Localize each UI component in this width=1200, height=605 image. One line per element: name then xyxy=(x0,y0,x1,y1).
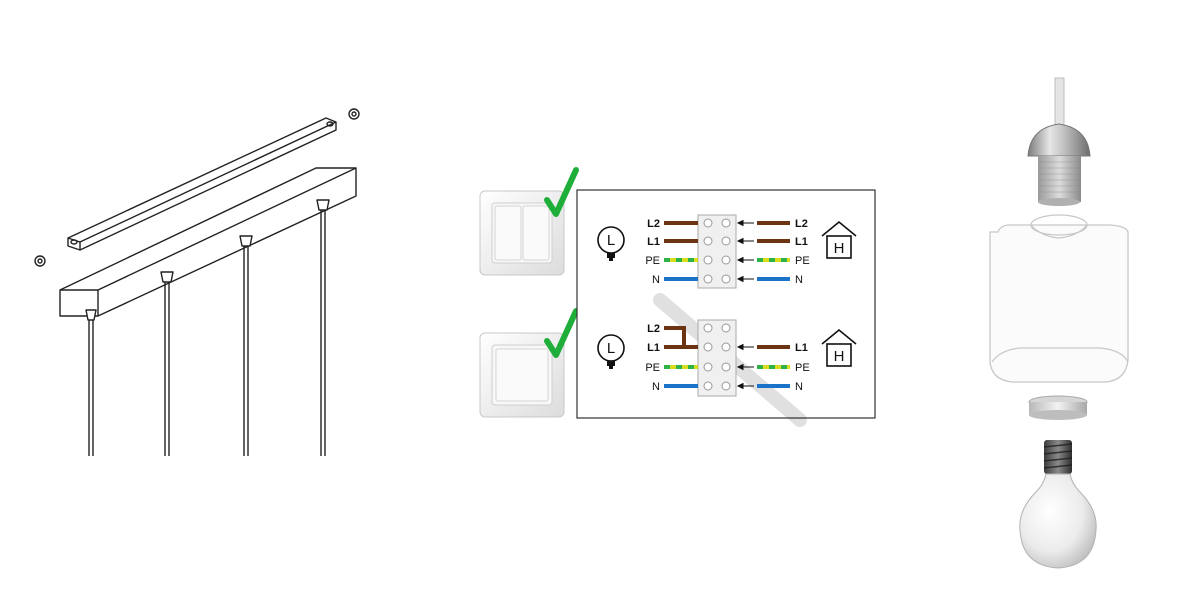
circuit-top: L xyxy=(597,214,857,289)
single-switch xyxy=(479,332,565,418)
double-switch xyxy=(479,190,565,276)
wire-label: PE xyxy=(795,362,810,374)
terminal-block xyxy=(697,319,737,397)
svg-text:L: L xyxy=(607,232,615,249)
wire-label: L2 xyxy=(647,218,660,230)
terminal-block xyxy=(697,214,737,289)
wire-label: PE xyxy=(645,255,660,267)
wire-label: L2 xyxy=(795,218,808,230)
screw-icon xyxy=(34,255,46,267)
wire-label: N xyxy=(795,274,803,286)
wire-label: L1 xyxy=(795,236,808,248)
svg-text:L: L xyxy=(607,340,615,357)
canopy-assembly-drawing xyxy=(34,108,360,456)
house-icon: H xyxy=(821,220,857,259)
wires-lamp-side xyxy=(664,221,698,281)
glass-shade xyxy=(989,214,1129,383)
canopy-box xyxy=(59,167,357,317)
wire-label: N xyxy=(652,381,660,393)
light-bulb xyxy=(1019,440,1097,569)
wires-lamp-side xyxy=(664,326,698,388)
circuit-bottom: L xyxy=(597,319,857,397)
wire-label: L1 xyxy=(647,342,660,354)
mounting-bracket xyxy=(67,117,337,251)
house-icon: H xyxy=(821,328,857,367)
wire-label: PE xyxy=(795,255,810,267)
svg-text:H: H xyxy=(834,348,845,365)
wires-supply-side xyxy=(736,343,790,390)
wire-label: PE xyxy=(645,362,660,374)
pendant-cables xyxy=(85,199,330,456)
lamp-icon: L xyxy=(597,226,625,261)
lamp-icon: L xyxy=(597,334,625,369)
checkmark-icon xyxy=(544,167,579,217)
wire-label: L2 xyxy=(647,323,660,335)
wire-label: N xyxy=(652,274,660,286)
exploded-lamp-view xyxy=(989,77,1129,569)
wire-label: N xyxy=(795,381,803,393)
metal-cap xyxy=(1027,123,1091,157)
shade-ring xyxy=(1028,395,1088,420)
wire-label: L1 xyxy=(647,236,660,248)
checkmark-icon xyxy=(544,308,579,358)
wires-supply-side xyxy=(736,219,790,283)
screw-icon xyxy=(348,108,360,120)
svg-text:H: H xyxy=(834,240,845,257)
wire-label: L1 xyxy=(795,342,808,354)
lamp-socket xyxy=(1038,156,1081,206)
